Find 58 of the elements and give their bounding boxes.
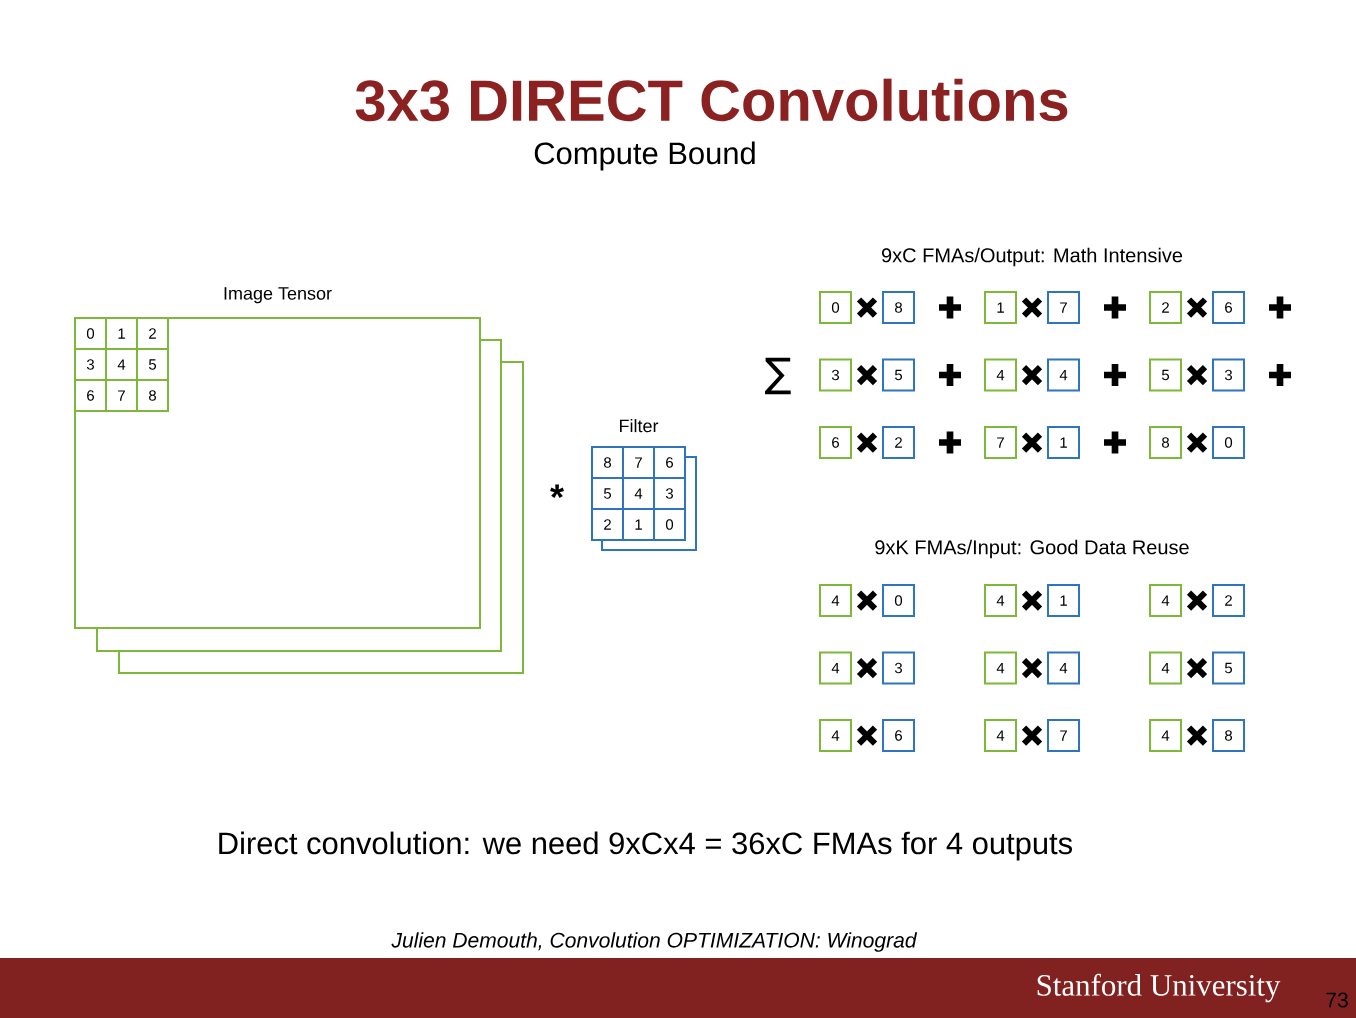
value-box: 4 <box>819 651 852 685</box>
value-box: 2 <box>882 426 915 459</box>
grid-cell: 2 <box>591 508 624 541</box>
value-box: 5 <box>882 358 915 392</box>
value-box: 7 <box>984 426 1017 459</box>
value-box: 0 <box>882 584 915 617</box>
section-heading: 9xK FMAs/Input: Good Data Reuse <box>875 539 1189 559</box>
value-box: 3 <box>1212 358 1245 392</box>
section-heading: 9xC FMAs/Output: Math Intensive <box>881 247 1183 267</box>
value-box: 3 <box>882 651 915 685</box>
value-box: 4 <box>984 719 1017 752</box>
grid-cell: 2 <box>136 317 169 350</box>
citation: Julien Demouth, Convolution OPTIMIZATION: Winograd <box>391 932 918 952</box>
value-box: 4 <box>984 358 1017 392</box>
subtitle: Compute Bound <box>534 141 755 171</box>
grid-cell: 8 <box>136 379 169 412</box>
value-box: 8 <box>1212 719 1245 752</box>
grid-cell: 1 <box>622 508 655 541</box>
summary-text: Direct convolution: we need 9xCx4 = 36xC FMAs for 4 outputs <box>219 831 1072 861</box>
value-box: 4 <box>1047 651 1080 685</box>
value-box: 7 <box>1047 719 1080 752</box>
value-box: 2 <box>1212 584 1245 617</box>
value-box: 4 <box>819 719 852 752</box>
value-box: 6 <box>882 719 915 752</box>
value-box: 4 <box>1047 358 1080 392</box>
value-box: 6 <box>819 426 852 459</box>
value-box: 7 <box>1047 291 1080 324</box>
grid-cell: 7 <box>105 379 138 412</box>
value-box: 4 <box>1149 719 1182 752</box>
value-box: 0 <box>819 291 852 324</box>
node-label: Filter <box>619 419 659 433</box>
value-box: 3 <box>819 358 852 392</box>
value-box: 1 <box>1047 426 1080 459</box>
grid-cell: 5 <box>136 348 169 381</box>
grid-cell: 6 <box>653 446 686 479</box>
grid-cell: 3 <box>653 477 686 510</box>
value-box: 4 <box>984 584 1017 617</box>
node-label: Image Tensor <box>224 287 332 304</box>
grid-cell: 6 <box>74 379 107 412</box>
value-box: 5 <box>1149 358 1182 392</box>
value-box: 1 <box>1047 584 1080 617</box>
value-box: 8 <box>1149 426 1182 459</box>
value-box: 4 <box>1149 651 1182 685</box>
value-box: 8 <box>882 291 915 324</box>
value-box: 5 <box>1212 651 1245 685</box>
value-box: 4 <box>984 651 1017 685</box>
value-box: 4 <box>819 584 852 617</box>
title: 3x3 DIRECT Convolutions <box>355 78 1068 122</box>
value-box: 6 <box>1212 291 1245 324</box>
footer-text: Stanford University <box>1037 973 1281 1003</box>
grid-cell: 0 <box>653 508 686 541</box>
sum-symbol: ∑ <box>765 357 791 395</box>
value-box: 1 <box>984 291 1017 324</box>
value-box: 4 <box>1149 584 1182 617</box>
convolution-symbol: * <box>550 484 564 498</box>
page-number: 73 <box>1326 992 1348 1008</box>
value-box: 0 <box>1212 426 1245 459</box>
value-box: 2 <box>1149 291 1182 324</box>
